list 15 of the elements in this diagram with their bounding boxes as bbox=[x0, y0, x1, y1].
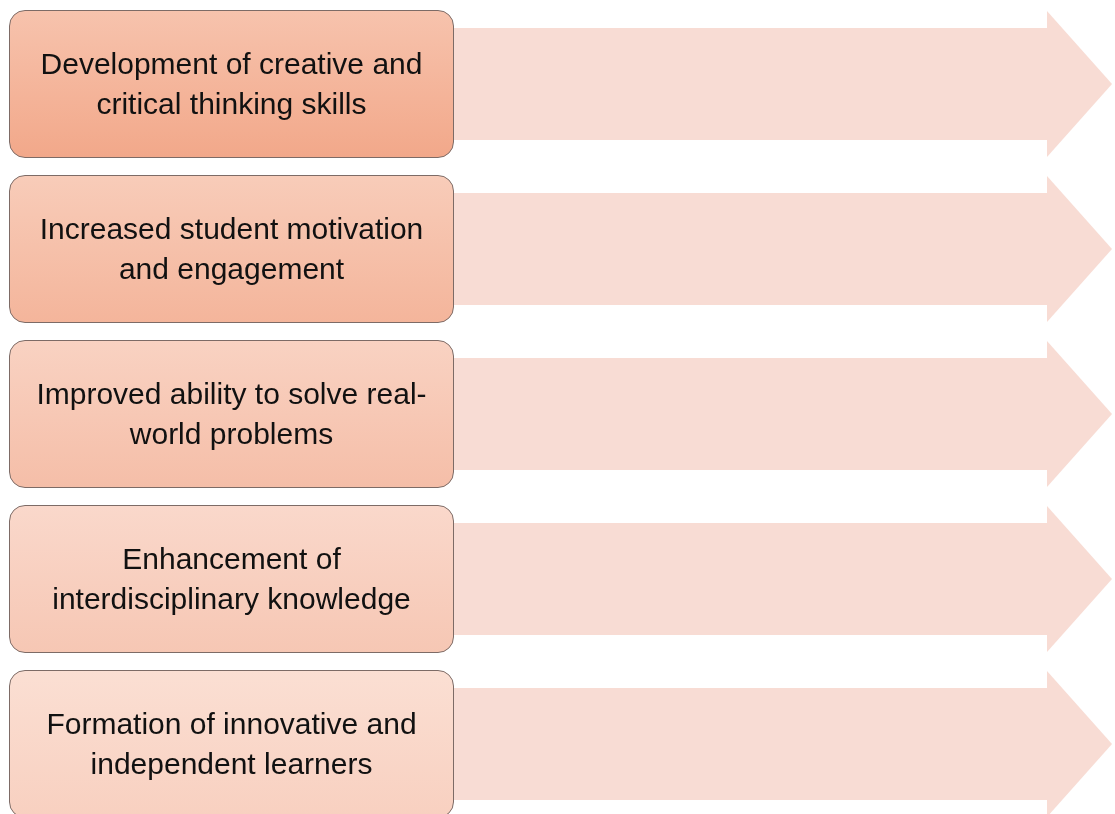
rounded-box bbox=[9, 175, 454, 323]
block-arrow bbox=[454, 671, 1112, 814]
block-arrow bbox=[454, 506, 1112, 652]
box-label: Enhancement of interdisciplinary knowledge bbox=[51, 541, 412, 617]
block-arrow bbox=[454, 176, 1112, 322]
block-arrow bbox=[454, 11, 1112, 157]
rounded-box bbox=[9, 10, 454, 158]
rounded-box bbox=[9, 670, 454, 814]
box-label: Increased student motivation and engagement bbox=[38, 211, 425, 287]
box-label: Development of creative and critical thinking skills bbox=[39, 46, 424, 122]
rounded-box bbox=[9, 505, 454, 653]
box-label: Formation of innovative and independent learners bbox=[45, 706, 418, 782]
box-label: Improved ability to solve real-world problems bbox=[35, 376, 428, 452]
block-arrow bbox=[454, 341, 1112, 487]
rounded-box bbox=[9, 340, 454, 488]
